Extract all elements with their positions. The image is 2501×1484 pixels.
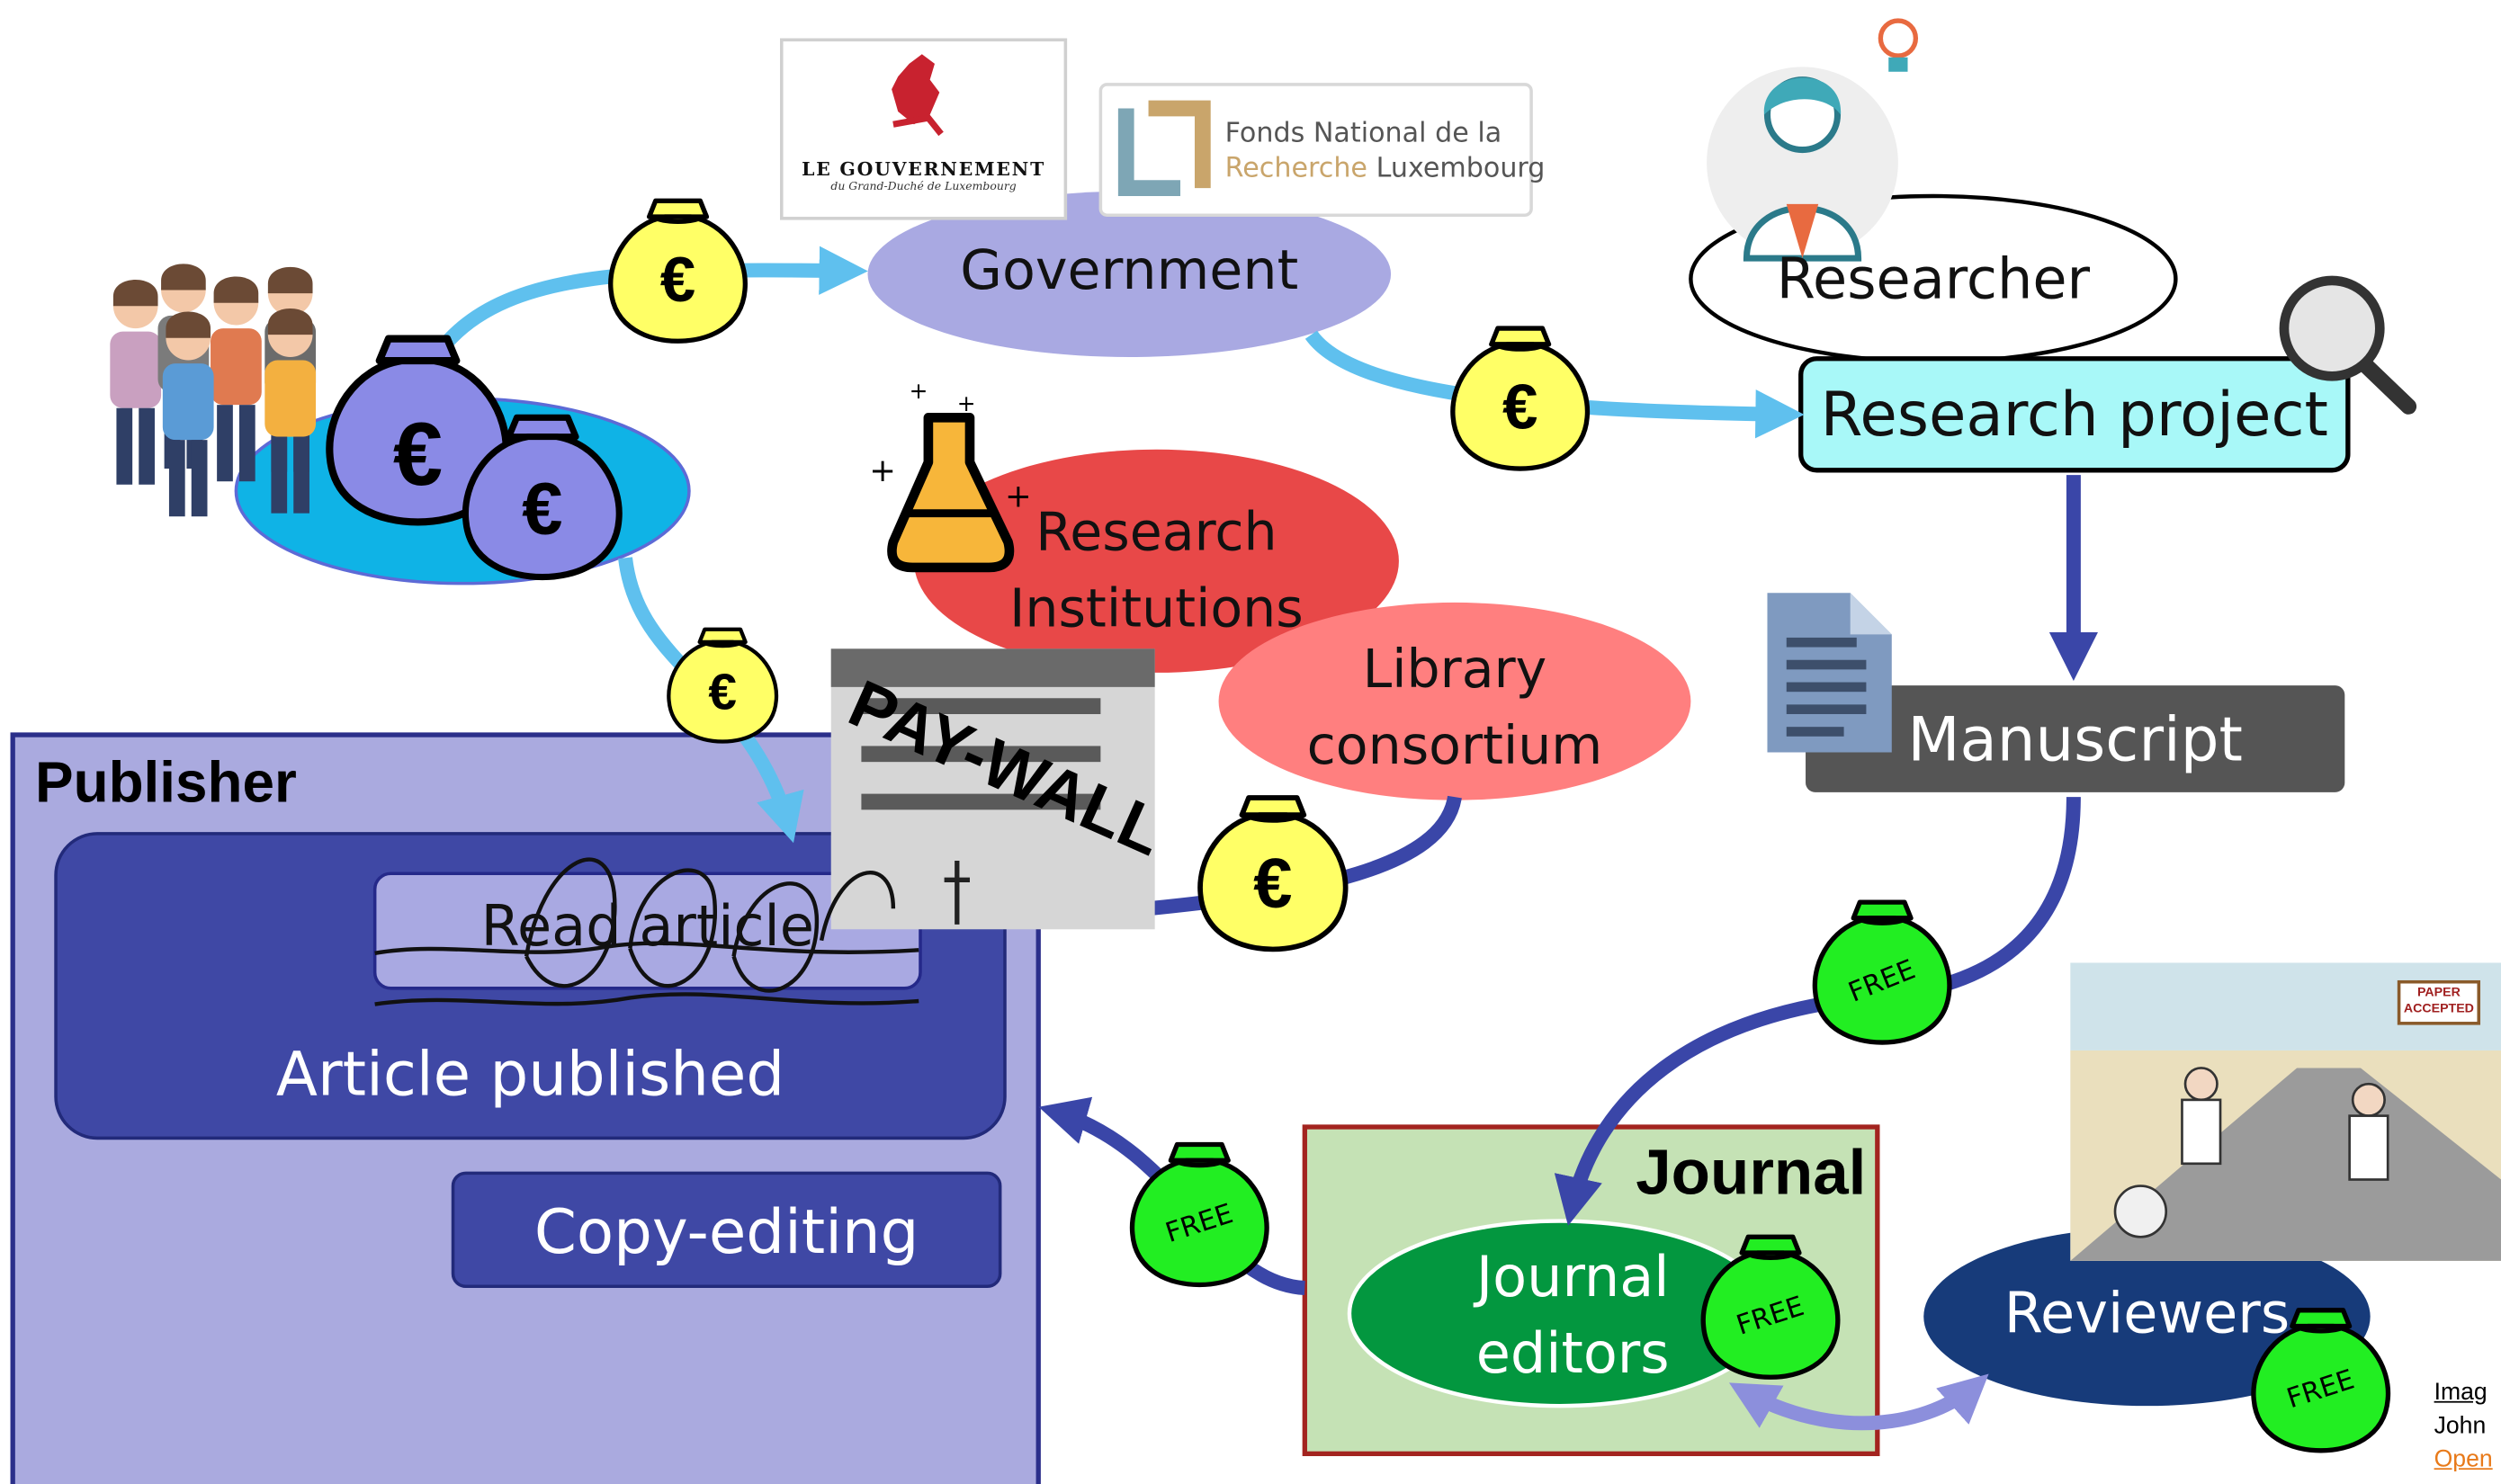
research-institutions-ellipse [913,449,1399,673]
euro-symbol-4: € [1253,845,1293,924]
fnr-logo-line2-b: Luxembourg [1376,153,1546,185]
government-logo-subtitle: du Grand-Duché de Luxembourg [830,180,1017,193]
journal-editors-line1: Journal [1475,1246,1670,1310]
journal-editors-line2: editors [1475,1323,1670,1387]
image-credit-line1[interactable]: Imag [2434,1379,2488,1407]
magnifier-icon [2279,275,2417,415]
svg-text:+: + [869,452,896,489]
government-label: Government [960,238,1299,303]
euro-symbol-6: € [522,467,563,550]
library-consortium-line1: Library [1362,637,1547,701]
journal-editors-label: Journal editors [1388,1240,1758,1393]
researcher-label: Researcher [1776,248,2091,313]
euro-symbol-5: € [392,403,444,505]
fnr-logo-line2-a: Recherche [1224,153,1367,185]
publisher-title: Publisher [35,748,297,815]
svg-text:+: + [1005,478,1032,515]
reviewers-cartoon [2070,962,2501,1261]
svg-text:+: + [910,378,928,404]
cartoon-sign-label: PAPER ACCEPTED [2403,985,2474,1015]
government-logo-title: LE GOUVERNEMENT [802,157,1046,181]
copy-editing-label: Copy-editing [533,1196,919,1267]
svg-text:+: + [957,390,976,416]
research-project-label: Research project [1820,379,2328,450]
euro-symbol-2: € [1501,372,1538,443]
research-institutions-label: Research Institutions [973,494,1340,647]
lightbulb-icon [1878,18,1919,72]
researcher-avatar [1707,67,1898,262]
government-logo [779,38,1068,220]
manuscript-label: Manuscript [1907,704,2243,775]
journal-title: Journal [1636,1138,1867,1209]
research-institutions-line2: Institutions [1009,577,1304,639]
image-credit-link[interactable]: Open [2434,1445,2493,1473]
library-consortium-line2: consortium [1306,713,1603,777]
reviewers-label: Reviewers [2003,1283,2290,1347]
fnr-logo-line1: Fonds National de la [1224,118,1502,150]
euro-symbol-3: € [708,663,737,721]
research-institutions-line1: Research [1035,500,1277,563]
euro-symbol-1: € [659,245,696,316]
government-ellipse [867,191,1392,357]
family-illustration [110,264,317,517]
copy-editing-box [451,1171,1002,1289]
library-consortium-ellipse [1218,602,1691,800]
flask-icon: + + + + [869,378,1032,573]
library-consortium-label: Library consortium [1276,631,1633,784]
reviewers-ellipse [1923,1227,2371,1407]
fnr-logo-line2: Recherche Luxembourg [1225,153,1546,184]
arrow-editors-reviewers [1728,1373,1989,1431]
fnr-logo [1098,83,1533,218]
document-icon [1767,593,1892,753]
image-credit-line2: John [2434,1412,2487,1440]
manuscript-box [1806,685,2345,792]
barbed-wire [374,857,919,1006]
arrow-people-to-government [441,246,868,348]
read-article-box [372,872,922,990]
article-published-label: Article published [275,1039,785,1110]
read-article-label: Read article [480,896,814,960]
